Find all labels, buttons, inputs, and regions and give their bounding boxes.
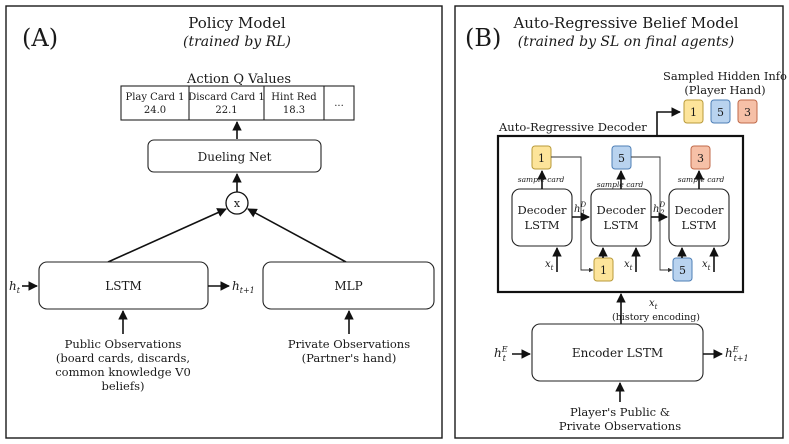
decoder-title: Auto-Regressive Decoder: [498, 120, 647, 134]
action-q-header: Action Q Values: [186, 72, 291, 87]
panel-policy-model: (A) Policy Model (trained by RL) Action …: [5, 5, 443, 439]
svg-text:beliefs): beliefs): [102, 379, 145, 393]
sample-card-label: sample card: [678, 175, 725, 184]
panel-a-tag: (A): [22, 24, 58, 52]
arrow-lstm-to-mult: [107, 208, 227, 263]
action-cell-value: 22.1: [215, 105, 237, 116]
action-table-frame: [120, 85, 355, 121]
decoder-lstm-label: Decoder: [596, 203, 646, 217]
sampled-card-value: 1: [690, 106, 697, 119]
dueling-net-label: Dueling Net: [198, 150, 272, 164]
panel-a-frame: [5, 5, 443, 439]
decoded-card: [611, 145, 632, 170]
xt-label: xt: [545, 259, 554, 272]
input-card-value: 1: [600, 264, 607, 277]
decoded-card-value: 1: [538, 152, 545, 165]
decoder-lstm-label: LSTM: [525, 218, 560, 232]
xt-label: xt: [702, 259, 711, 272]
panel-b-subtitle: (trained by SL on final agents): [518, 34, 734, 50]
sampled-card-value: 3: [744, 106, 751, 119]
multiply-symbol: x: [234, 197, 241, 210]
arrow-decoder-to-sampled: [656, 107, 681, 136]
svg-text:(Partner's hand): (Partner's hand): [302, 351, 397, 365]
action-cell-label: Play Card 1: [125, 92, 184, 103]
decoded-card: [690, 145, 711, 170]
sampled-hidden-subtitle: (Player Hand): [684, 83, 765, 97]
mlp-box: [262, 261, 435, 310]
h-t-plus-1-label: ht+1: [232, 279, 255, 295]
panel-b-title: Auto-Regressive Belief Model: [512, 14, 738, 32]
arrow-mlp-to-mult: [247, 208, 347, 263]
action-cell-value: 18.3: [283, 105, 305, 116]
xt-history-label: xt: [649, 298, 658, 311]
sampled-card: [683, 99, 704, 124]
dueling-net-box: [147, 139, 322, 173]
decoder-lstm-label: Decoder: [517, 203, 567, 217]
svg-text:(board cards, discards,: (board cards, discards,: [56, 351, 190, 365]
sampled-card: [737, 99, 758, 124]
player-obs-line1: Player's Public &: [570, 405, 670, 419]
decoder-lstm-label: Decoder: [674, 203, 724, 217]
decoded-card-value: 3: [697, 152, 704, 165]
sampled-cards: 1 5 3: [683, 99, 758, 124]
mlp-label: MLP: [334, 279, 362, 293]
h-t-label: ht: [9, 279, 21, 295]
encoder-lstm-box: [531, 323, 704, 382]
decoded-card-value: 5: [618, 152, 625, 165]
svg-text:common knowledge V0: common knowledge V0: [55, 365, 191, 379]
public-observations-text: Public Observations (board cards, discar…: [55, 337, 191, 393]
action-cell-value: 24.0: [144, 105, 166, 116]
encoder-lstm-label: Encoder LSTM: [572, 346, 663, 360]
action-cell-label: Discard Card 1: [188, 92, 265, 103]
svg-text:Private Observations: Private Observations: [288, 337, 410, 351]
decoder-lstm-label: LSTM: [682, 218, 717, 232]
sampled-card: [710, 99, 731, 124]
sampled-hidden-title: Sampled Hidden Info: [663, 69, 787, 83]
action-cell-ellipsis: ...: [334, 98, 344, 109]
action-q-table: Play Card 1 24.0 Discard Card 1 22.1 Hin…: [120, 85, 355, 121]
panel-a-title: Policy Model: [188, 14, 286, 32]
private-observations-text: Private Observations (Partner's hand): [288, 337, 410, 365]
multiply-node: [225, 191, 249, 215]
decoder-lstm-label: LSTM: [604, 218, 639, 232]
decoded-card: [531, 145, 552, 170]
xt-label: xt: [624, 259, 633, 272]
panel-a-subtitle: (trained by RL): [183, 34, 291, 50]
history-encoding-label: (history encoding): [612, 312, 700, 323]
sampled-card-value: 5: [717, 106, 724, 119]
sample-card-label: sample card: [597, 180, 644, 189]
panel-b-tag: (B): [465, 24, 501, 52]
input-card-value: 5: [679, 264, 686, 277]
player-obs-line2: Private Observations: [559, 419, 681, 433]
svg-text:Public Observations: Public Observations: [65, 337, 182, 351]
action-cell-label: Hint Red: [271, 92, 317, 103]
panel-belief-model: (B) Auto-Regressive Belief Model (traine…: [454, 5, 787, 439]
lstm-label: LSTM: [105, 279, 141, 293]
sample-card-label: sample card: [518, 175, 565, 184]
